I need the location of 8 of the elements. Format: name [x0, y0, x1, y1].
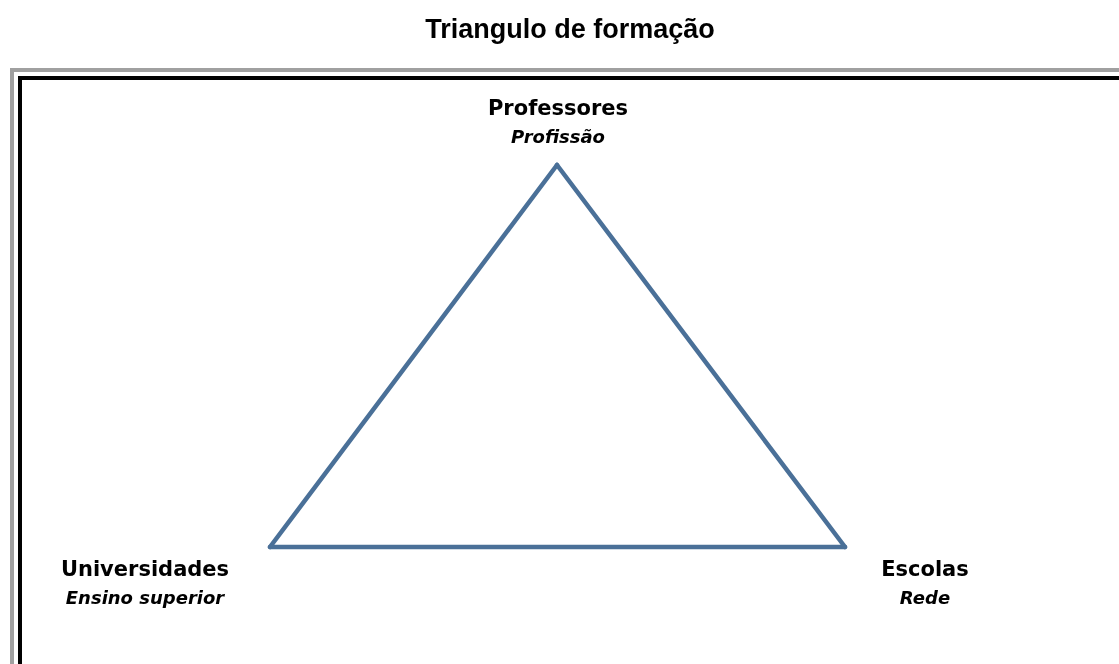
diagram-title: Triangulo de formação	[424, 14, 716, 45]
node-subtitle: Profissão	[510, 126, 606, 147]
node-heading: Escolas	[880, 557, 970, 581]
triangle-side	[554, 162, 848, 550]
node-subtitle: Rede	[898, 587, 952, 608]
node-heading: Universidades	[59, 557, 231, 581]
node-subtitle: Ensino superior	[64, 587, 226, 608]
node-heading: Professores	[486, 96, 630, 120]
